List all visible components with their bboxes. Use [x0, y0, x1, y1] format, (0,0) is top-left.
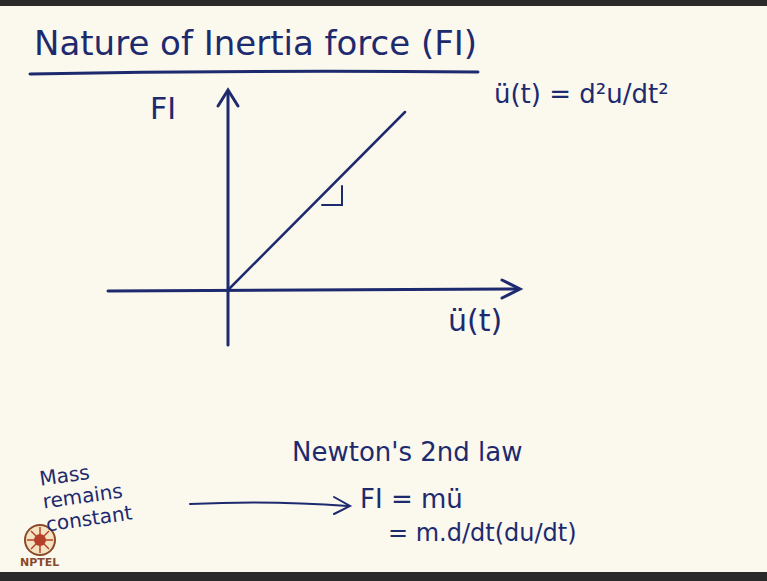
equation: ü(t) = d²u/dt²	[494, 80, 669, 110]
axis-arrowhead	[502, 280, 520, 298]
axis-label: FI	[150, 92, 176, 127]
y-axis	[227, 92, 230, 345]
slide-title: Nature of Inertia force (FI)	[34, 24, 477, 63]
title-underline	[30, 71, 478, 74]
axis-label: ü(t)	[448, 304, 502, 339]
note-text: Mass remains constant	[38, 453, 157, 537]
frame-band	[0, 0, 767, 6]
note-text: Newton's 2nd law	[292, 438, 522, 468]
axis-arrowhead	[218, 90, 238, 106]
equation: FI = mü	[360, 485, 463, 515]
frame-band	[0, 572, 767, 581]
equation: = m.d/dt(du/dt)	[388, 520, 577, 548]
slope-triangle	[322, 186, 342, 205]
logo-text: NPTEL	[20, 557, 59, 570]
note-arrow-head	[334, 497, 350, 514]
x-axis	[108, 289, 518, 291]
note-arrow	[190, 502, 348, 506]
slope-line	[228, 112, 405, 290]
